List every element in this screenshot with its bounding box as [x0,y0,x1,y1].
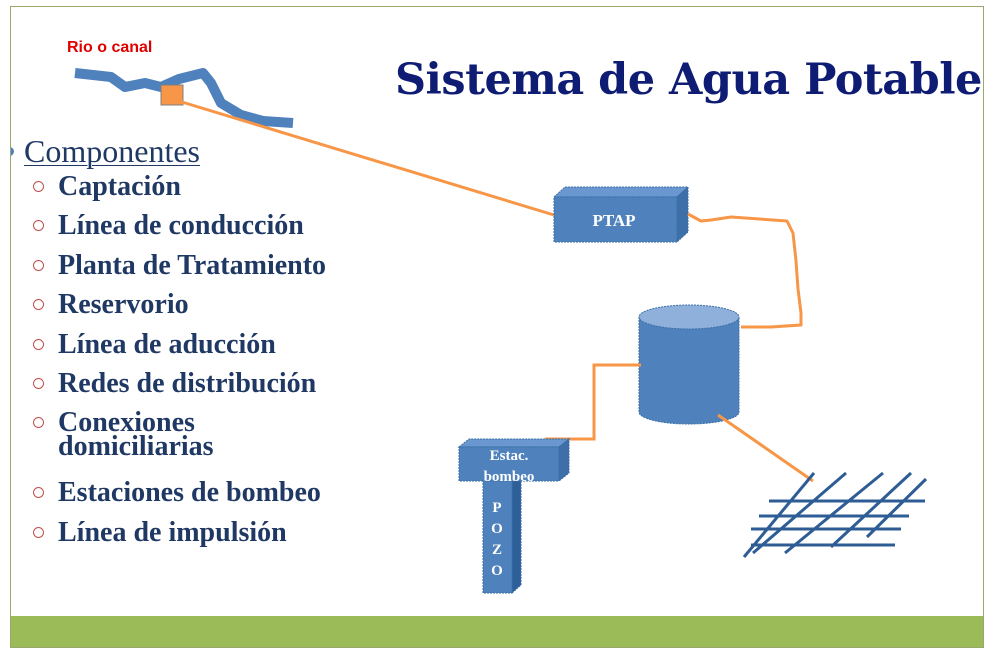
ring-bullet-icon [33,526,44,538]
ring-bullet-icon [33,487,44,499]
footer-bar [11,616,983,647]
components-list: Captación Línea de conducción Planta de … [31,173,326,560]
ring-bullet-icon [33,377,44,389]
impulsion-pipe [545,363,641,441]
ring-bullet-icon [33,299,44,311]
ring-bullet-icon [33,259,44,271]
conduction-pipe [171,97,555,217]
well-letter-2: O [491,521,503,537]
ring-bullet-icon [33,417,44,429]
list-item: Línea de conducción [31,212,326,253]
list-item: Planta de Tratamiento [31,251,326,293]
well-block: P O Z O [482,467,522,595]
list-item: Redes de distribución [31,369,326,411]
ring-bullet-icon [33,338,44,350]
pump-label-line1: Estac. [490,448,529,464]
slide-title: Sistema de Agua Potable [395,55,982,105]
slide: Rio o canal Sistema de Agua Potable PTAP [10,6,984,648]
well-letter-1: P [492,500,501,516]
reservoir-tank [638,304,740,425]
pump-station-block: Estac. bombeo [457,437,571,485]
components-heading: Componentes [11,133,200,170]
well-letter-4: O [491,563,503,579]
ptap-to-reservoir-pipe [687,212,803,329]
list-item: Línea de impulsión [31,518,326,560]
river-label: Rio o canal [67,39,153,56]
list-item: Línea de aducción [31,330,326,372]
distribution-network [742,471,928,558]
ptap-label: PTAP [592,211,635,230]
ptap-block: PTAP [552,185,690,244]
ring-bullet-icon [33,181,44,192]
ring-bullet-icon [33,220,44,232]
river [74,68,294,128]
list-item: Reservorio [31,291,326,332]
well-letter-3: Z [492,542,502,558]
pump-label-line2: bombeo [484,469,535,485]
water-system-diagram: PTAP P O Z [74,68,928,595]
components-heading-label: Componentes [24,133,200,169]
list-item: Captación [31,173,326,214]
list-item: Estaciones de bombeo [31,479,326,520]
bullet-dot-icon [11,147,14,157]
aduction-pipe [717,413,814,483]
